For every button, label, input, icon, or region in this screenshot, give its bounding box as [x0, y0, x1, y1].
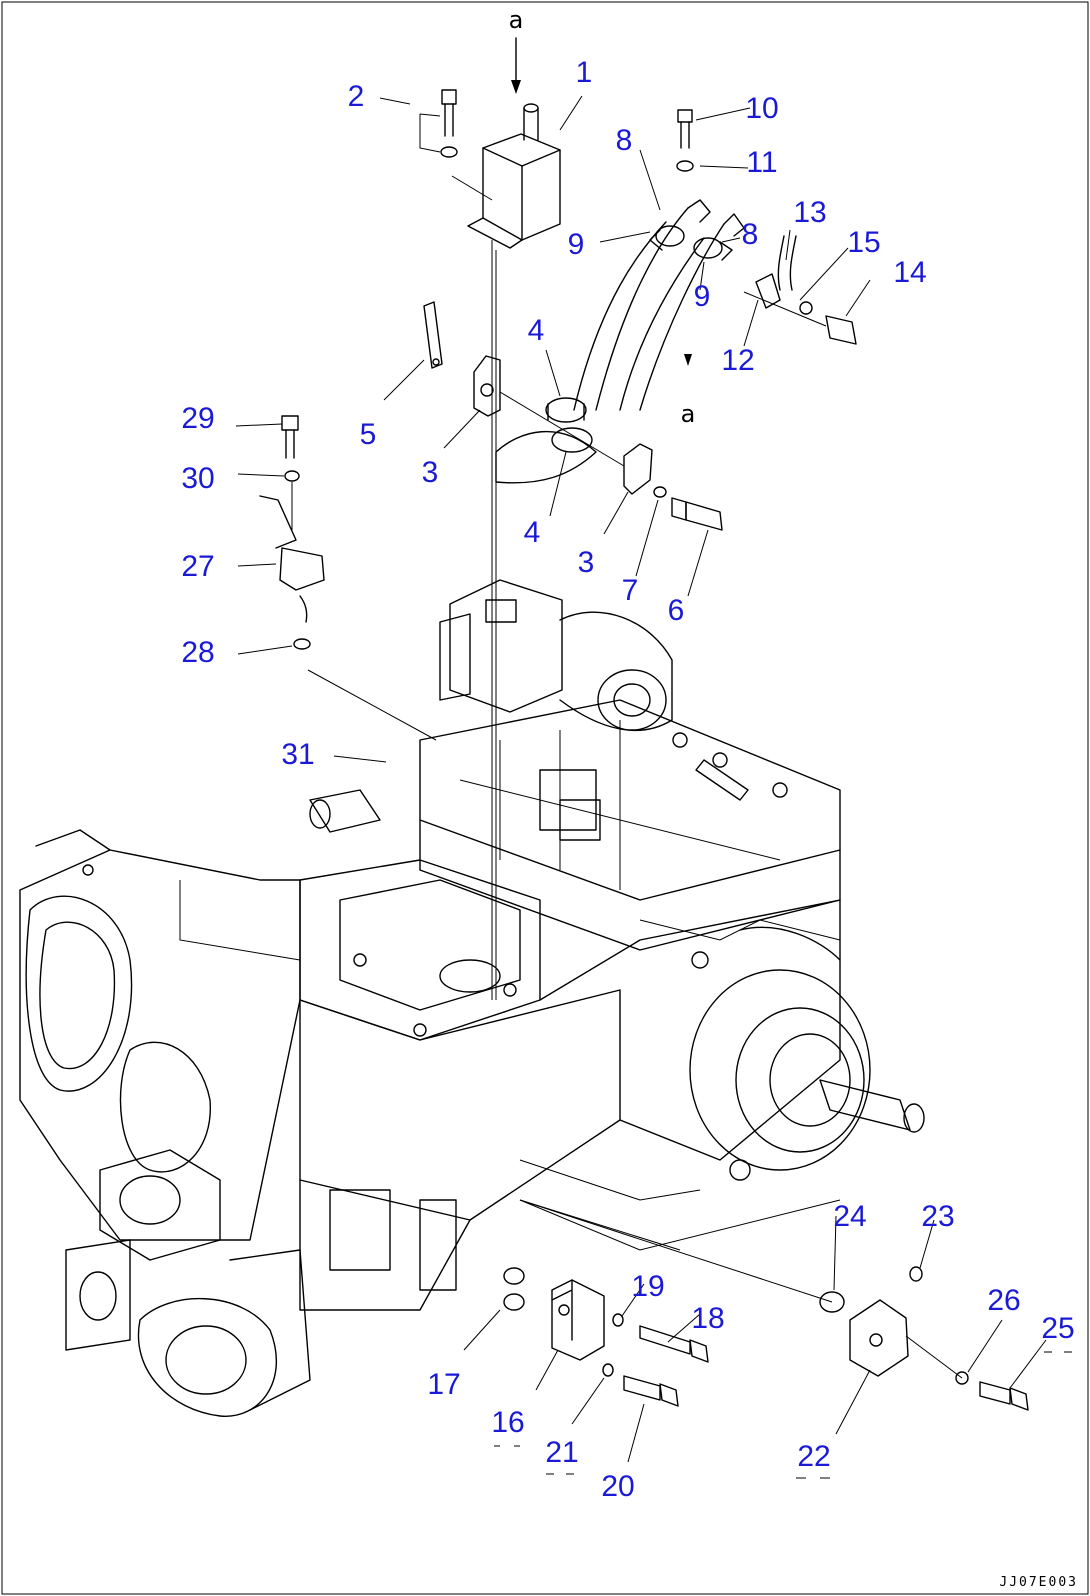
leader-clamp-line [499, 391, 625, 467]
callout-2: 2 [348, 80, 365, 113]
callout-24: 24 [833, 1200, 866, 1233]
plug-17-upper [503, 1267, 525, 1285]
callout-4-lower: 4 [524, 516, 541, 549]
elbow-12 [755, 273, 781, 309]
callout-13: 13 [793, 196, 826, 229]
callout-25: 25 [1041, 1312, 1074, 1345]
callout-4-upper: 4 [528, 314, 545, 347]
callout-29: 29 [181, 402, 214, 435]
callout-21: 21 [545, 1436, 578, 1469]
callout-1: 1 [576, 56, 593, 89]
plate-5 [423, 301, 443, 369]
plate-3-upper [473, 355, 501, 417]
callout-3-upper: 3 [422, 456, 439, 489]
callout-23: 23 [921, 1200, 954, 1233]
washer-15 [799, 301, 813, 315]
view-marker-top: a [509, 6, 524, 34]
clamp-4-upper [545, 397, 587, 423]
bolt-25 [979, 1381, 1029, 1411]
callout-7: 7 [622, 574, 639, 607]
callout-3-lower: 3 [578, 546, 595, 579]
callout-15: 15 [847, 226, 880, 259]
callout-28: 28 [181, 636, 214, 669]
leader-22-25 [905, 1335, 963, 1379]
callout-26: 26 [987, 1284, 1020, 1317]
o-ring-28 [293, 638, 311, 650]
callout-10: 10 [745, 92, 778, 125]
bolt-2 [419, 89, 458, 158]
leader-fitting-line [743, 291, 827, 327]
callout-11: 11 [746, 146, 777, 179]
callout-9-left: 9 [568, 228, 585, 261]
bolt-20 [623, 1375, 679, 1407]
bracket-16 [551, 1279, 605, 1361]
leader-24 [519, 1199, 833, 1303]
bolt-10 [677, 109, 693, 149]
callout-labels: 1 2 3 3 4 4 5 6 7 8 8 9 9 10 11 12 13 14… [181, 56, 1074, 1503]
callout-19: 19 [631, 1270, 664, 1303]
callout-12: 12 [721, 344, 754, 377]
washer-23 [909, 1266, 923, 1282]
callout-leaders [235, 95, 1047, 1463]
callout-8-left: 8 [616, 124, 633, 157]
callout-18: 18 [691, 1302, 724, 1335]
callout-27: 27 [181, 550, 214, 583]
bolt-18 [639, 1325, 709, 1363]
clamp-8-left [649, 225, 685, 251]
callout-14: 14 [893, 256, 926, 289]
callout-6: 6 [668, 594, 685, 627]
washer-26 [955, 1371, 969, 1385]
callout-20: 20 [601, 1470, 634, 1503]
callout-31: 31 [281, 738, 314, 771]
callout-16: 16 [491, 1406, 524, 1439]
arrowhead-top [511, 80, 521, 94]
drawing-code: JJ07E003 [999, 1575, 1078, 1590]
washer-30 [284, 470, 300, 482]
washer-7 [653, 486, 667, 498]
bracket-1 [467, 103, 561, 249]
callout-9-right: 9 [694, 280, 711, 313]
transmission-assembly [19, 579, 925, 1417]
callout-30: 30 [181, 462, 214, 495]
leader-2-bracket [451, 175, 493, 201]
leader-28 [307, 669, 437, 741]
callout-underlines [494, 1351, 1072, 1479]
washer-21 [602, 1363, 614, 1377]
callout-17: 17 [427, 1368, 460, 1401]
clamp-4-lower [495, 427, 597, 484]
washer-19 [612, 1313, 624, 1327]
callout-5: 5 [360, 418, 377, 451]
plug-14 [825, 315, 857, 345]
plug-17-lower [503, 1293, 525, 1311]
view-marker-mid: a [681, 400, 696, 428]
bracket-22 [849, 1299, 909, 1377]
plug-24 [819, 1291, 845, 1313]
callout-22: 22 [797, 1440, 830, 1473]
washer-11 [676, 160, 694, 172]
hose-13 [777, 235, 797, 291]
plate-3-lower [623, 443, 653, 495]
bolt-6 [671, 497, 723, 531]
clamp-27 [259, 495, 325, 623]
callout-8-right: 8 [742, 218, 759, 251]
clamp-8-right [693, 237, 733, 261]
bolt-29 [281, 415, 299, 459]
arrowhead-mid [684, 354, 692, 366]
